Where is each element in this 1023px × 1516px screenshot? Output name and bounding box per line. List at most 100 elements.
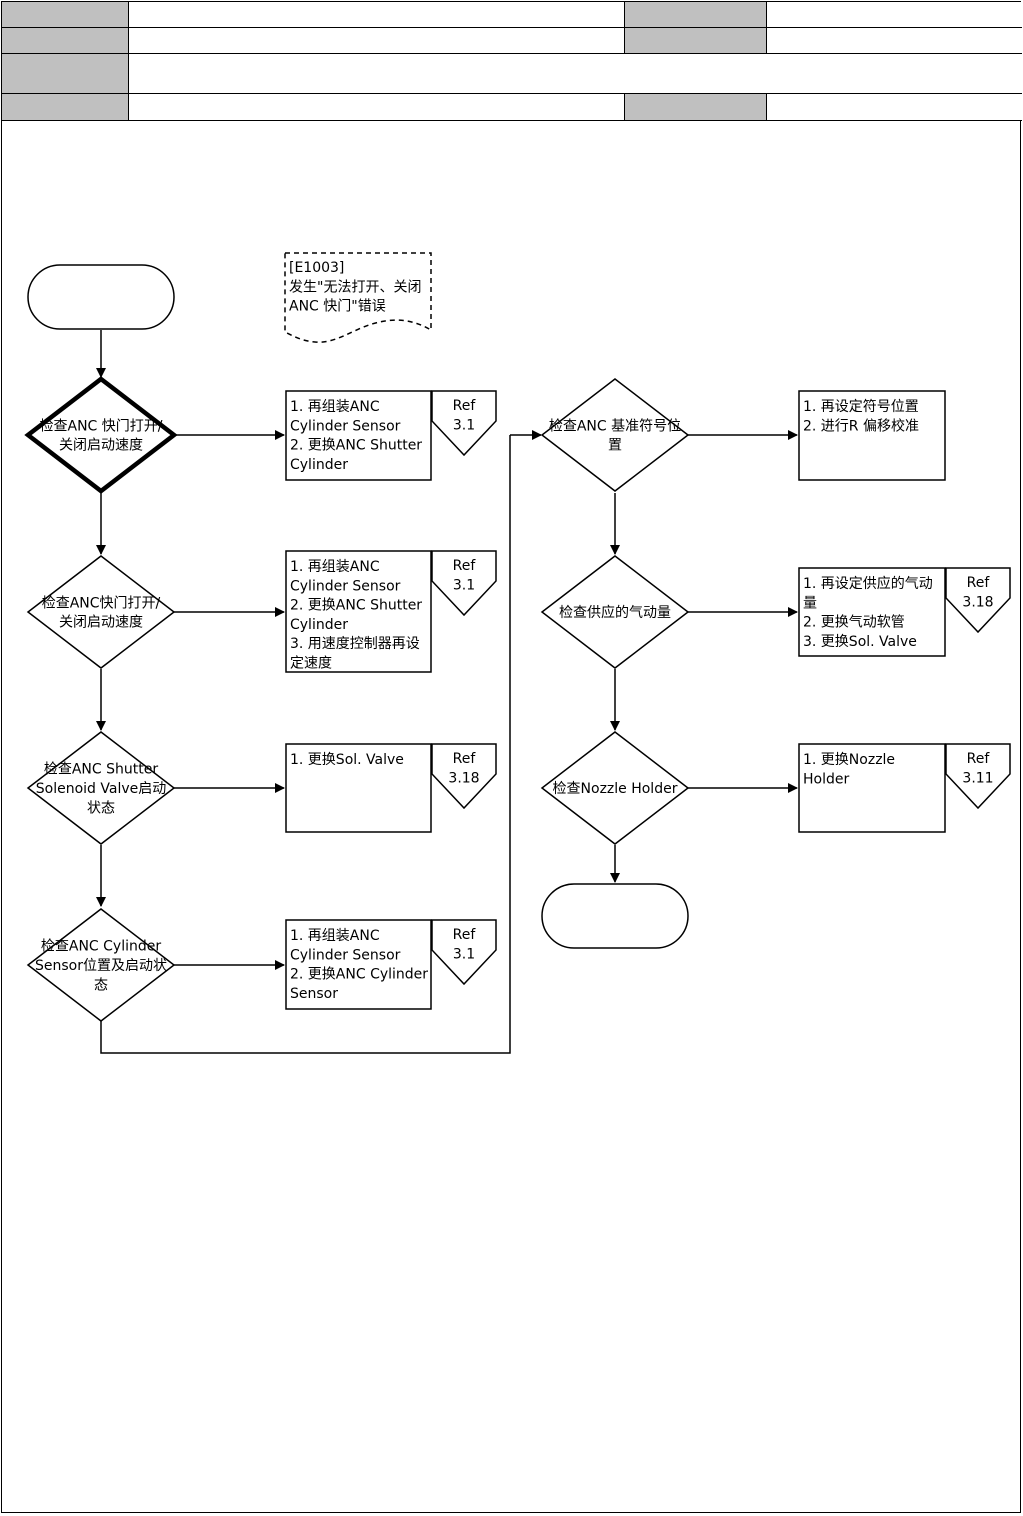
decision-text-line: Solenoid Valve启动 (36, 781, 166, 797)
header-label-cell (2, 2, 129, 28)
ref-marker (945, 567, 1011, 634)
ref-marker-text: Ref 3.1 (453, 927, 477, 962)
decision-diamond (26, 555, 176, 669)
ref-marker-text-line: 3.18 (448, 770, 479, 786)
action-box-text-line: 1. 更换Nozzle (803, 751, 895, 768)
action-box-text-line: Cylinder (290, 457, 348, 473)
action-box-text-line: 1. 再组装ANC (290, 399, 380, 415)
action-box-text-line: Cylinder Sensor (290, 418, 401, 434)
action-box-text-line: Holder (803, 771, 849, 787)
header-value-cell (129, 28, 625, 54)
header-label-cell (2, 94, 129, 121)
ref-marker-text: Ref 3.1 (453, 558, 477, 593)
action-box-text-line: 1. 再组装ANC (290, 928, 380, 944)
error-note-text-line: [E1003] (289, 260, 344, 276)
decision-text-line: 检查ANC快门打开/ (42, 594, 161, 611)
decision-text-line: 关闭启动速度 (59, 615, 143, 631)
ref-marker-text-line: Ref (453, 558, 477, 574)
action-box (285, 743, 432, 833)
action-box (285, 919, 432, 1010)
ref-marker-text-line: 3.1 (453, 577, 475, 593)
action-box-text-line: 3. 更换Sol. Valve (803, 633, 917, 650)
ref-marker-text: Ref 3.11 (962, 751, 993, 786)
action-box-text-line: 1. 再组装ANC (290, 559, 380, 575)
ref-marker (431, 919, 497, 986)
decision-text-line: 状态 (87, 800, 115, 816)
decision-diamond (26, 908, 176, 1022)
decision-text: 检查供应的气动量 (559, 604, 671, 621)
action-box (285, 550, 432, 673)
header-value-cell (129, 94, 625, 121)
decision-text-line: 检查ANC 基准符号位 (549, 417, 681, 434)
action-box-text: 1. 再组装ANC Cylinder Sensor 2. 更换ANC Shutter… (290, 399, 422, 473)
header-label-cell (625, 2, 767, 28)
action-box-text-line: 2. 更换ANC Shutter (290, 597, 422, 614)
action-box (285, 390, 432, 481)
decision-text-line: 置 (608, 438, 622, 454)
start-terminator (27, 264, 175, 330)
action-box (798, 390, 946, 481)
flow-connector (100, 435, 511, 1054)
ref-marker (431, 390, 497, 457)
decision-text-line: 检查供应的气动量 (559, 604, 671, 621)
action-box-text: 1. 再设定符号位置 2. 进行R 偏移校准 (803, 399, 919, 434)
action-box-text-line: 2. 更换气动软管 (803, 614, 905, 631)
ref-marker-text-line: 3.11 (962, 770, 993, 786)
ref-marker (431, 743, 497, 810)
error-note-text-line: 发生"无法打开、关闭 (289, 278, 421, 295)
decision-text-line: 态 (94, 977, 108, 993)
ref-marker (431, 550, 497, 617)
header-value-cell (129, 54, 1022, 94)
ref-marker-text-line: Ref (453, 927, 477, 943)
decision-text-line: 关闭启动速度 (59, 438, 143, 454)
action-box-text-line: 定速度 (290, 656, 332, 672)
decision-text-line: 检查Nozzle Holder (553, 781, 678, 797)
error-note-text-line: ANC 快门"错误 (289, 299, 386, 315)
ref-marker-text-line: Ref (967, 575, 991, 591)
action-box-text-line: 1. 再设定供应的气动 (803, 575, 933, 592)
decision-diamond (540, 731, 690, 845)
ref-marker-text: Ref 3.18 (448, 751, 479, 786)
ref-marker-text-line: Ref (453, 751, 477, 767)
action-box-text-line: 2. 进行R 偏移校准 (803, 417, 919, 434)
decision-diamond (540, 555, 690, 669)
decision-diamond (26, 731, 176, 845)
error-note (284, 252, 432, 343)
action-box (798, 743, 946, 833)
action-box-text-line: Cylinder Sensor (290, 578, 401, 594)
decision-text-line: Sensor位置及启动状 (35, 958, 167, 974)
action-box-text: 1. 更换Sol. Valve (290, 751, 404, 768)
ref-marker-text-line: 3.18 (962, 594, 993, 610)
header-value-cell (767, 94, 1022, 121)
header-label-cell (625, 94, 767, 121)
error-note-text: [E1003] 发生"无法打开、关闭 ANC 快门"错误 (289, 260, 421, 315)
header-table (2, 2, 1022, 122)
ref-marker-text-line: Ref (967, 751, 991, 767)
action-box-text-line: 2. 更换ANC Cylinder (290, 966, 428, 983)
action-box-text-line: Cylinder (290, 617, 348, 633)
header-value-cell (767, 2, 1022, 28)
action-box-text-line: 3. 用速度控制器再设 (290, 636, 420, 652)
ref-marker-text: Ref 3.18 (962, 575, 993, 610)
action-box-text-line: 1. 更换Sol. Valve (290, 751, 404, 768)
decision-text-line: 检查ANC Shutter (44, 762, 158, 778)
header-label-cell (2, 54, 129, 94)
action-box-text-line: 2. 更换ANC Shutter (290, 437, 422, 454)
decision-text-line: 检查ANC Cylinder (41, 939, 161, 955)
header-value-cell (767, 28, 1022, 54)
ref-marker-text-line: 3.1 (453, 946, 475, 962)
action-box (798, 567, 946, 657)
ref-marker-text-line: 3.1 (453, 417, 475, 433)
header-value-cell (129, 2, 625, 28)
action-box-text-line: Cylinder Sensor (290, 947, 401, 963)
action-box-text-line: 1. 再设定符号位置 (803, 399, 919, 415)
end-terminator (541, 883, 689, 949)
header-label-cell (625, 28, 767, 54)
